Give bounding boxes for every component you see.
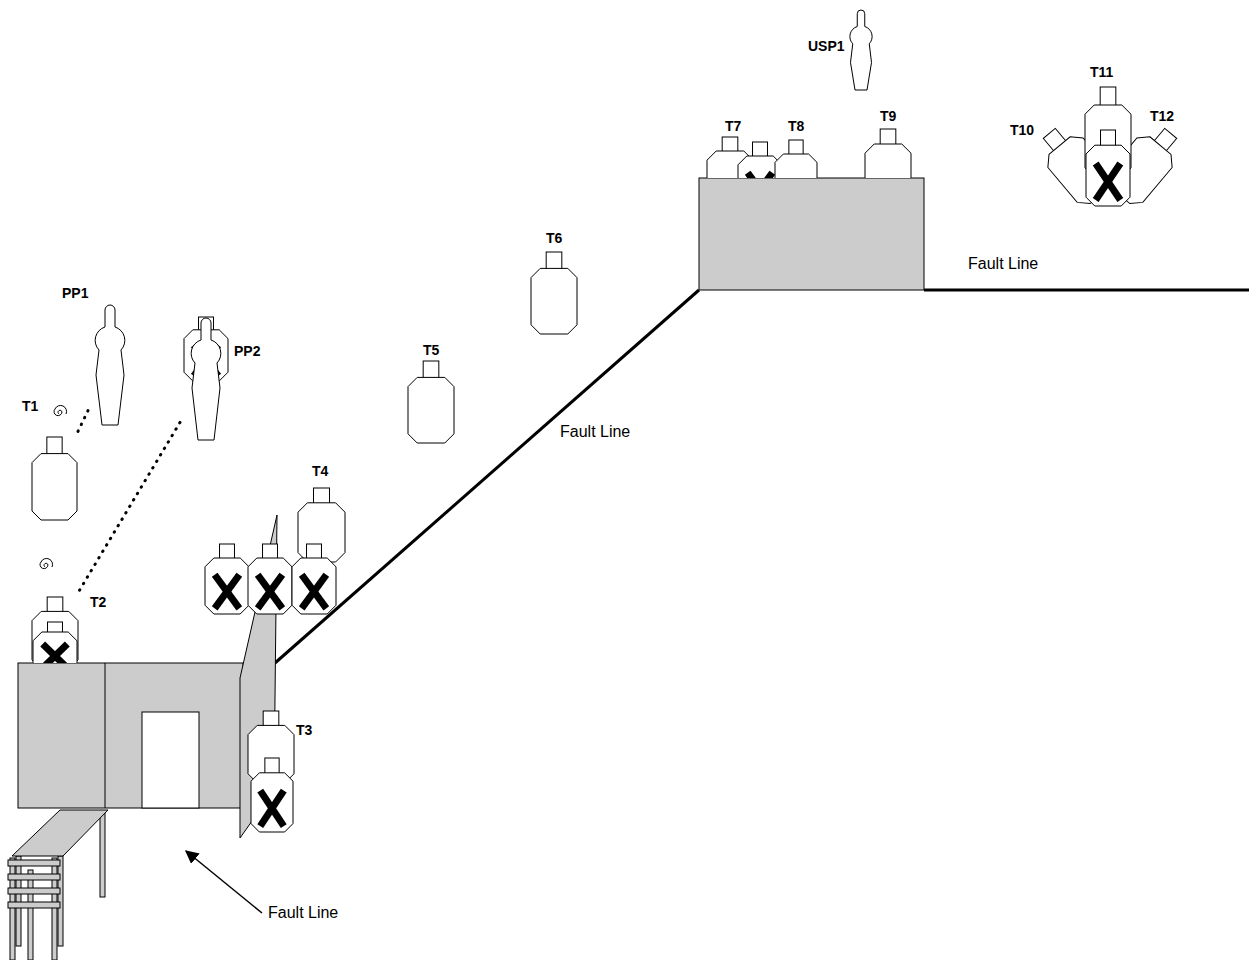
target-node: T8 (735, 138, 820, 178)
target-label: T11 (1090, 64, 1113, 80)
target-label: T9 (880, 108, 896, 124)
target-shape (203, 486, 348, 618)
target (32, 437, 77, 520)
target-label: T8 (788, 118, 804, 134)
no-shoot-target (205, 544, 249, 614)
popper-target (191, 318, 221, 440)
swinger-symbol (40, 558, 53, 568)
popper-target (95, 305, 125, 425)
target-node: T3 (246, 710, 298, 834)
barricade-box (699, 178, 924, 290)
target-label: T1 (22, 398, 38, 414)
target-label: T7 (725, 118, 741, 134)
target-shape (30, 436, 80, 522)
target-node: T6 (529, 251, 579, 335)
target-label: T2 (90, 594, 106, 610)
target (298, 488, 345, 562)
target-label: T12 (1150, 108, 1174, 124)
target (865, 129, 911, 178)
target-node: T2 (30, 596, 82, 663)
line-of-sight (76, 422, 180, 596)
target-node: T4 (203, 486, 348, 618)
target (248, 711, 294, 783)
line-of-sight (76, 411, 88, 436)
target-shape (180, 316, 232, 442)
popper-target (850, 10, 872, 90)
fault-line (275, 290, 699, 663)
target-shape (88, 303, 132, 427)
target-shape (529, 251, 579, 335)
target-node: T9 (863, 128, 913, 178)
target-shape (30, 596, 82, 663)
target-shape (863, 128, 913, 178)
target (775, 140, 817, 178)
target (408, 361, 454, 443)
target-label: T3 (296, 722, 312, 738)
target-node: USP1 (846, 8, 876, 92)
no-shoot-target (248, 544, 292, 614)
target-node: PP1 (88, 303, 132, 427)
fault-line-label: Fault Line (560, 423, 630, 441)
door (142, 712, 199, 808)
pointer-arrow (186, 851, 262, 913)
target-node: T1 (30, 436, 80, 522)
fault-line (924, 289, 1249, 292)
target-label: PP1 (62, 285, 88, 301)
target-label: T5 (423, 342, 439, 358)
target-label: PP2 (234, 343, 260, 359)
target-shape (406, 360, 456, 444)
target-label: T6 (546, 230, 562, 246)
target-node: T11 (1083, 86, 1133, 208)
no-shoot-target (33, 622, 77, 663)
fault-line-label: Fault Line (268, 904, 338, 922)
target (1108, 119, 1182, 210)
target-shape (1083, 86, 1133, 208)
target-shape (846, 8, 876, 92)
no-shoot-target (251, 758, 293, 832)
no-shoot-target (292, 544, 336, 614)
target-label: USP1 (808, 38, 845, 54)
building-corner (105, 663, 106, 808)
swinger-symbol (54, 405, 67, 415)
target-label: T4 (312, 463, 328, 479)
target-shape (735, 138, 820, 178)
target-node: T5 (406, 360, 456, 444)
no-shoot-target (1086, 130, 1130, 206)
building (18, 663, 243, 808)
target (531, 252, 577, 334)
fault-line-label: Fault Line (968, 255, 1038, 273)
target-shape (246, 710, 298, 834)
target-node: PP2 (180, 316, 232, 442)
target-label: T10 (1010, 122, 1034, 138)
chair (8, 858, 60, 960)
